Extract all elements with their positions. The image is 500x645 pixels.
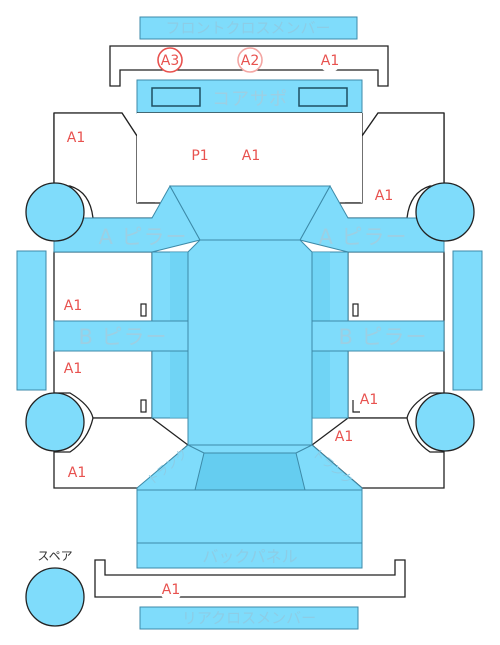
right-a-pillar-label: A ピラー — [318, 225, 407, 249]
right-rocker-panel[interactable] — [452, 250, 483, 391]
spare-tire[interactable] — [25, 567, 85, 627]
core-support-label: コアサポ — [212, 89, 288, 110]
rear-left-tire[interactable] — [25, 392, 85, 452]
right-b-pillar-label: B ピラー — [338, 325, 427, 349]
rear-cross-member-label: リアクロスメンバー — [182, 609, 316, 627]
left-b-pillar[interactable]: B ピラー — [53, 320, 189, 352]
svg-text:A3: A3 — [161, 53, 179, 69]
core-support[interactable]: コアサポ — [136, 79, 363, 114]
left-a-pillar[interactable]: A ピラー — [53, 184, 201, 253]
left-rear-door-mark: A1 — [64, 361, 82, 377]
left-mid-door-mark: A1 — [64, 298, 82, 314]
svg-text:A1: A1 — [321, 53, 339, 69]
left-rocker-panel[interactable] — [16, 250, 47, 391]
back-panel[interactable]: バックパネル — [136, 542, 363, 569]
right-rear-door-mark: A1 — [360, 392, 378, 408]
left-rear-quarter-mark: A1 — [68, 465, 86, 481]
front-cross-member-label: フロントクロスメンバー — [165, 19, 330, 37]
right-rear-door-handle — [352, 400, 360, 413]
right-b-pillar[interactable]: B ピラー — [311, 320, 445, 352]
roof[interactable] — [169, 185, 331, 446]
left-a-pillar-label: A ピラー — [98, 225, 187, 249]
front-cross-member[interactable]: フロントクロスメンバー — [139, 16, 358, 40]
rear-bumper-mark-a1: A1 — [159, 577, 183, 601]
hood-mark-a1: A1 — [242, 148, 260, 164]
right-front-fender-mark: A1 — [375, 188, 393, 204]
back-panel-label: バックパネル — [202, 547, 297, 566]
rear-right-tire[interactable] — [415, 392, 475, 452]
front-bumper-mark-a3: A3 — [157, 47, 183, 73]
front-bumper-mark-a1: A1 — [318, 48, 342, 72]
svg-text:A2: A2 — [241, 53, 259, 69]
right-rear-quarter-mark: A1 — [335, 429, 353, 445]
front-bumper-mark-a2: A2 — [237, 47, 263, 73]
front-left-tire[interactable] — [25, 182, 85, 242]
front-right-tire[interactable] — [415, 182, 475, 242]
left-rear-door-handle — [140, 399, 147, 413]
right-a-pillar[interactable]: A ピラー — [299, 184, 445, 253]
hood-mark-p1: P1 — [191, 148, 208, 164]
right-front-door-handle — [352, 303, 359, 317]
left-front-door-handle — [140, 303, 147, 317]
spare-label: スペア — [37, 549, 72, 563]
left-front-fender-mark: A1 — [67, 130, 85, 146]
rear-cross-member[interactable]: リアクロスメンバー — [139, 606, 359, 630]
trunk[interactable]: トランク トランク — [136, 444, 363, 544]
svg-text:A1: A1 — [162, 582, 180, 598]
left-b-pillar-label: B ピラー — [78, 325, 167, 349]
hood[interactable] — [137, 113, 362, 203]
